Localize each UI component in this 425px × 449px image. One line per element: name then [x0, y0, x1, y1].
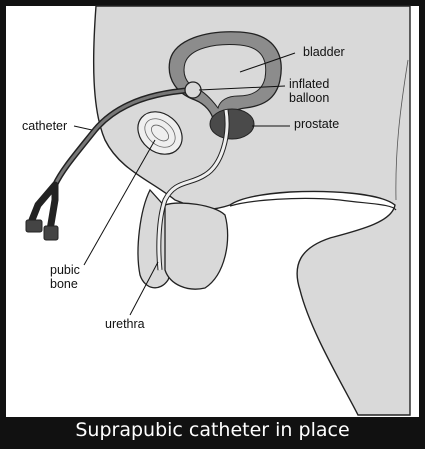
catheter-port	[26, 220, 42, 232]
inflated-balloon	[185, 82, 201, 98]
thigh-contour	[230, 198, 396, 210]
label-inflated: inflated	[289, 78, 329, 91]
prostate	[210, 109, 254, 139]
figure-caption: Suprapubic catheter in place	[6, 417, 419, 443]
leader-catheter	[74, 126, 92, 130]
scrotum-shape	[165, 203, 228, 289]
label-catheter: catheter	[22, 120, 67, 133]
label-urethra: urethra	[105, 318, 145, 331]
label-bladder: bladder	[303, 46, 345, 59]
label-bone: bone	[50, 278, 78, 291]
label-balloon: balloon	[289, 92, 329, 105]
label-prostate: prostate	[294, 118, 339, 131]
label-pubic: pubic	[50, 264, 80, 277]
